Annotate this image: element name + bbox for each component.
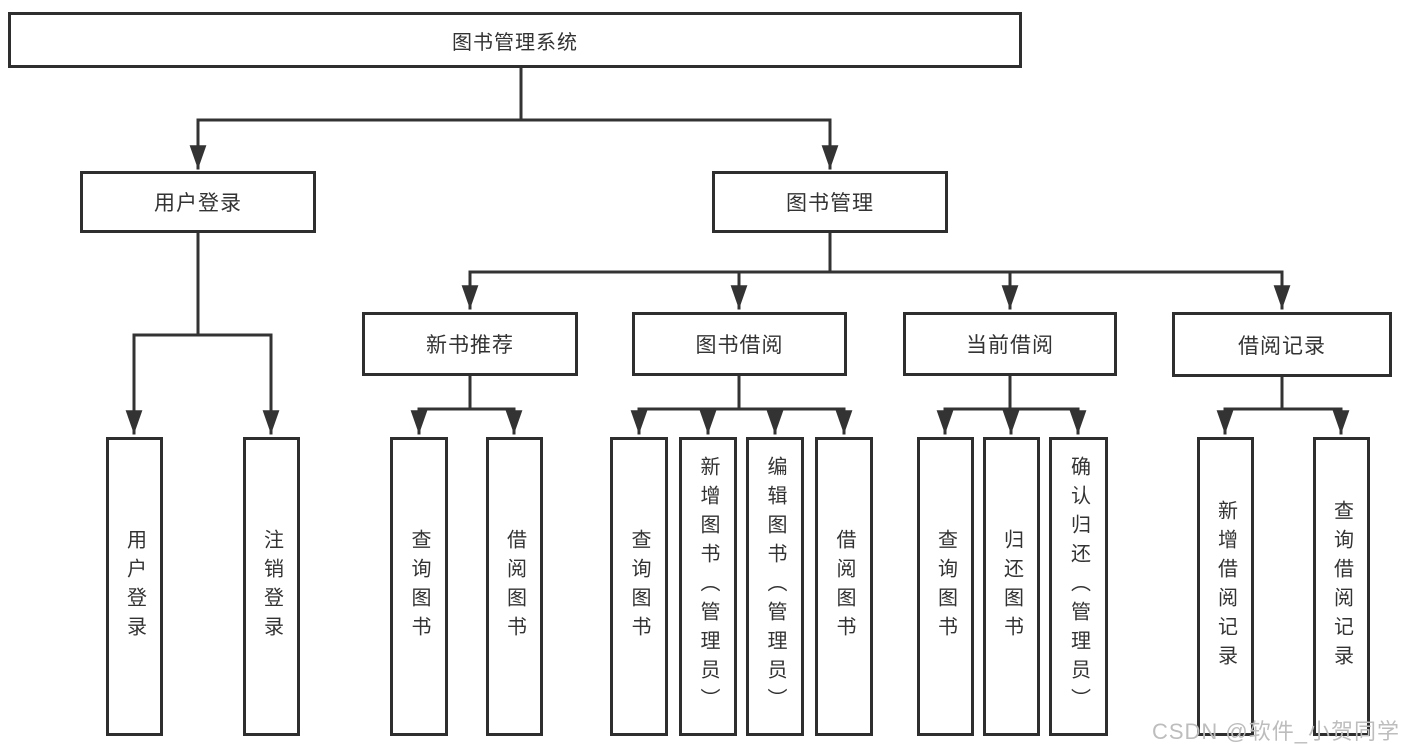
leaf-borrow-add-book-admin-label: 新增图书（管理员） — [697, 456, 719, 717]
leaf-borrow-add-book-admin: 新增图书（管理员） — [679, 437, 737, 736]
node-book-management-label: 图书管理 — [786, 192, 874, 215]
node-library-system: 图书管理系统 — [8, 12, 1022, 68]
connector-root-to-level2 — [189, 66, 839, 170]
leaf-record-add-record: 新增借阅记录 — [1197, 437, 1254, 736]
node-borrow-record: 借阅记录 — [1172, 312, 1392, 377]
connector-borrow-record-branch — [1216, 375, 1350, 435]
leaf-borrow-query-book: 查询图书 — [610, 437, 668, 736]
leaf-newrec-borrow-book: 借阅图书 — [486, 437, 543, 736]
leaf-current-query-book: 查询图书 — [917, 437, 974, 736]
leaf-current-query-book-label: 查询图书 — [934, 528, 957, 645]
node-new-book-recommend-label: 新书推荐 — [426, 334, 514, 357]
leaf-current-return-book: 归还图书 — [983, 437, 1040, 736]
node-book-management: 图书管理 — [712, 171, 948, 233]
leaf-borrow-borrow-book: 借阅图书 — [815, 437, 873, 736]
leaf-record-query-record-label: 查询借阅记录 — [1330, 499, 1353, 674]
connector-new-book-branch — [410, 374, 523, 435]
leaf-newrec-query-book: 查询图书 — [390, 437, 448, 736]
leaf-user-login: 用户登录 — [106, 437, 163, 736]
leaf-borrow-edit-book-admin: 编辑图书（管理员） — [746, 437, 804, 736]
node-library-system-label: 图书管理系统 — [452, 31, 578, 54]
node-borrow-record-label: 借阅记录 — [1238, 334, 1326, 358]
leaf-newrec-borrow-book-label: 借阅图书 — [503, 528, 526, 645]
connector-current-borrow-branch — [936, 374, 1087, 435]
leaf-newrec-query-book-label: 查询图书 — [408, 528, 430, 645]
leaf-current-confirm-return-admin-label: 确认归还（管理员） — [1067, 456, 1090, 717]
node-book-borrow: 图书借阅 — [632, 312, 847, 376]
leaf-logout: 注销登录 — [243, 437, 300, 736]
leaf-borrow-edit-book-admin-label: 编辑图书（管理员） — [764, 456, 786, 717]
node-new-book-recommend: 新书推荐 — [362, 312, 578, 376]
node-book-borrow-label: 图书借阅 — [695, 334, 784, 357]
connector-user-login-branch — [125, 231, 280, 435]
node-current-borrow: 当前借阅 — [903, 312, 1117, 376]
leaf-record-query-record: 查询借阅记录 — [1313, 437, 1370, 736]
leaf-user-login-label: 用户登录 — [123, 528, 146, 645]
leaf-current-return-book-label: 归还图书 — [1000, 528, 1023, 645]
connector-book-mgmt-to-level3 — [461, 231, 1291, 310]
leaf-borrow-query-book-label: 查询图书 — [628, 528, 650, 645]
leaf-current-confirm-return-admin: 确认归还（管理员） — [1049, 437, 1108, 736]
csdn-watermark: CSDN @软件_小贺同学 — [1151, 719, 1400, 744]
node-user-login: 用户登录 — [80, 171, 316, 233]
node-user-login-label: 用户登录 — [154, 192, 242, 215]
connector-book-borrow-branch — [630, 374, 853, 435]
node-current-borrow-label: 当前借阅 — [966, 334, 1054, 357]
leaf-logout-label: 注销登录 — [260, 528, 283, 645]
leaf-record-add-record-label: 新增借阅记录 — [1214, 499, 1237, 674]
leaf-borrow-borrow-book-label: 借阅图书 — [833, 528, 855, 645]
